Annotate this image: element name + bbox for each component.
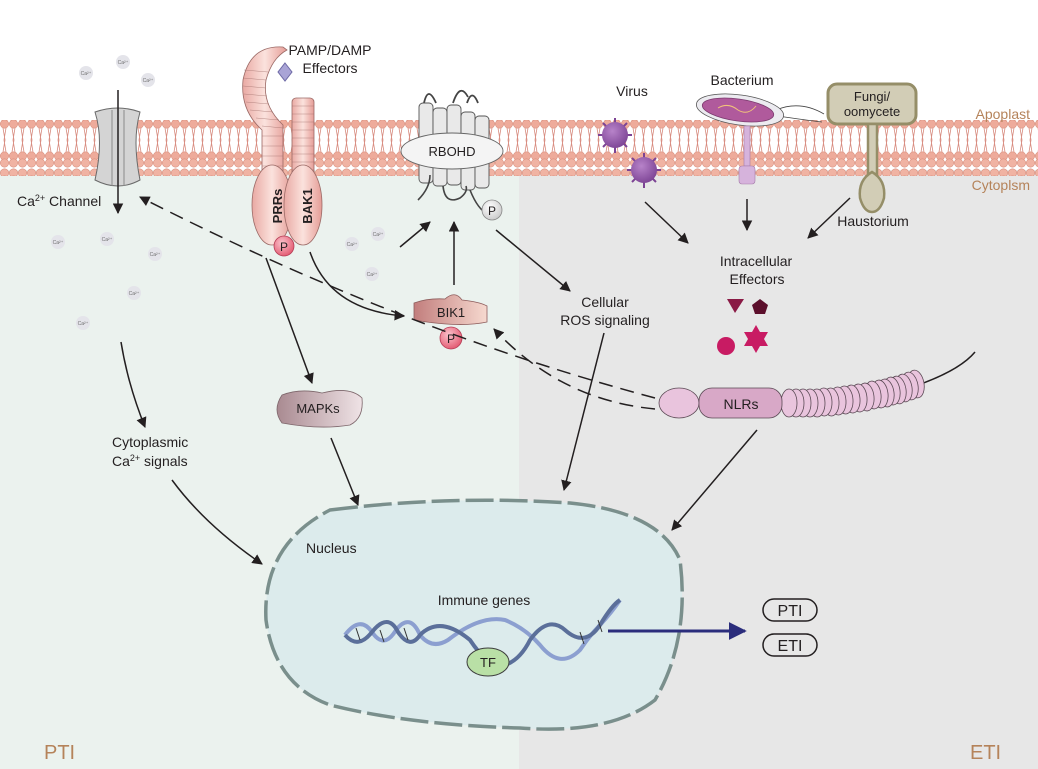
haustorium-label: Haustorium <box>837 213 909 229</box>
calcium-signals-to-nucleus-arrow <box>171 479 263 565</box>
virus-label: Virus <box>616 83 648 99</box>
prr-to-mapks-arrow <box>265 257 314 384</box>
effectors-label-line1: Intracellular <box>720 253 793 269</box>
ros-label-line2: ROS signaling <box>560 312 650 328</box>
bik1-label: BIK1 <box>437 305 465 320</box>
prrs-label: PRRs <box>270 189 285 224</box>
fungi-to-effectors-arrow <box>807 197 851 239</box>
svg-text:ETI: ETI <box>778 638 803 655</box>
bak1-receptor <box>283 97 323 246</box>
calcium-ions: Ca²⁺ Ca²⁺ Ca²⁺ Ca²⁺ Ca²⁺ Ca²⁺ Ca²⁺ Ca²⁺ … <box>51 55 385 330</box>
calcium-ion: Ca²⁺ <box>365 267 379 281</box>
calcium-ion: Ca²⁺ <box>371 227 385 241</box>
effector-star-icon <box>744 325 768 353</box>
fungi-label-line2: oomycete <box>844 104 900 119</box>
calcium-to-rbohd-arrow <box>399 221 431 248</box>
rbohd-phosphate-icon <box>481 199 503 221</box>
calcium-ion: Ca²⁺ <box>51 235 65 249</box>
mapks-label: MAPKs <box>296 401 340 416</box>
nlrs-to-bik1-arrow <box>493 328 656 410</box>
svg-text:PTI: PTI <box>778 603 803 620</box>
rbohd-complex <box>400 89 504 215</box>
calcium-ion: Ca²⁺ <box>79 66 93 80</box>
rbohd-to-ros-arrow <box>495 229 571 292</box>
cytoplasmic-signals-line2: Ca2+ signals <box>112 453 188 469</box>
bak1-to-bik1-arrow <box>309 251 406 321</box>
calcium-ion: Ca²⁺ <box>345 237 359 251</box>
virus-to-effectors-arrow <box>644 201 689 244</box>
prr-phosphate-label: P <box>280 240 288 254</box>
eti-region-label: ETI <box>970 742 1001 764</box>
nucleus <box>264 498 684 731</box>
mapks-to-nucleus-arrow <box>330 437 360 506</box>
svg-text:Ca²⁺: Ca²⁺ <box>102 237 113 243</box>
prr-phosphate-icon <box>273 235 295 257</box>
output-badge-eti: ETI <box>762 633 818 657</box>
effectors-ligand-label: Effectors <box>303 60 358 76</box>
calcium-ion: Ca²⁺ <box>116 55 130 69</box>
svg-text:Ca²⁺: Ca²⁺ <box>118 60 129 66</box>
cytoplasmic-signals-line1: Cytoplasmic <box>112 434 188 450</box>
virus-icon <box>598 118 661 188</box>
bik1-phosphate-label: P <box>447 332 455 346</box>
calcium-to-signals-arrow <box>120 341 147 428</box>
nlrs-to-nucleus-arrow <box>671 429 758 531</box>
effector-triangle-icon <box>727 299 744 313</box>
svg-text:Ca²⁺: Ca²⁺ <box>143 78 154 84</box>
svg-text:Ca²⁺: Ca²⁺ <box>367 272 378 278</box>
fungi-label-line1: Fungi/ <box>854 89 891 104</box>
svg-text:Ca²⁺: Ca²⁺ <box>53 240 64 246</box>
bak1-label: BAK1 <box>300 188 315 223</box>
calcium-ion: Ca²⁺ <box>148 247 162 261</box>
ros-label-line1: Cellular <box>581 294 629 310</box>
svg-text:Ca²⁺: Ca²⁺ <box>373 232 384 238</box>
calcium-ion: Ca²⁺ <box>141 73 155 87</box>
effectors-label-line2: Effectors <box>730 271 785 287</box>
svg-text:Ca²⁺: Ca²⁺ <box>78 321 89 327</box>
nlrs-to-calcium-channel-arrow <box>139 196 656 399</box>
tf-label: TF <box>480 655 496 670</box>
immune-genes-label: Immune genes <box>438 592 531 608</box>
calcium-ion: Ca²⁺ <box>127 286 141 300</box>
rbohd-label: RBOHD <box>429 144 476 159</box>
output-badge-pti: PTI <box>762 598 818 622</box>
pamp-ligand-icon <box>277 62 293 82</box>
svg-text:Ca²⁺: Ca²⁺ <box>347 242 358 248</box>
calcium-ion: Ca²⁺ <box>76 316 90 330</box>
calcium-ion: Ca²⁺ <box>100 232 114 246</box>
bik1-kinase <box>413 294 488 325</box>
nlrs-label: NLRs <box>723 396 758 412</box>
fungi-oomycete-icon <box>826 82 918 214</box>
calcium-channel-label: Ca2+ Channel <box>17 193 101 209</box>
mapks-kinase <box>276 390 363 428</box>
transcription-factor <box>466 647 510 677</box>
cytoplasm-label: Cytoplsm <box>972 177 1030 193</box>
effector-circle-icon <box>717 337 735 355</box>
pamp-damp-label: PAMP/DAMP <box>289 42 372 58</box>
pti-region-label: PTI <box>44 742 75 764</box>
effector-pentagon-icon <box>752 299 768 314</box>
ros-to-nucleus-arrow <box>561 332 605 492</box>
plasma-membrane <box>0 120 1038 176</box>
nucleus-label: Nucleus <box>306 540 357 556</box>
svg-text:Ca²⁺: Ca²⁺ <box>150 252 161 258</box>
nlrs-receptor <box>658 351 976 419</box>
rbohd-phosphate-label: P <box>488 204 496 218</box>
apoplast-label: Apoplast <box>976 106 1031 122</box>
bacterium-icon <box>695 93 825 185</box>
bacterium-label: Bacterium <box>710 72 773 88</box>
svg-text:Ca²⁺: Ca²⁺ <box>81 71 92 77</box>
svg-text:Ca²⁺: Ca²⁺ <box>129 291 140 297</box>
prrs-receptor <box>242 46 293 246</box>
